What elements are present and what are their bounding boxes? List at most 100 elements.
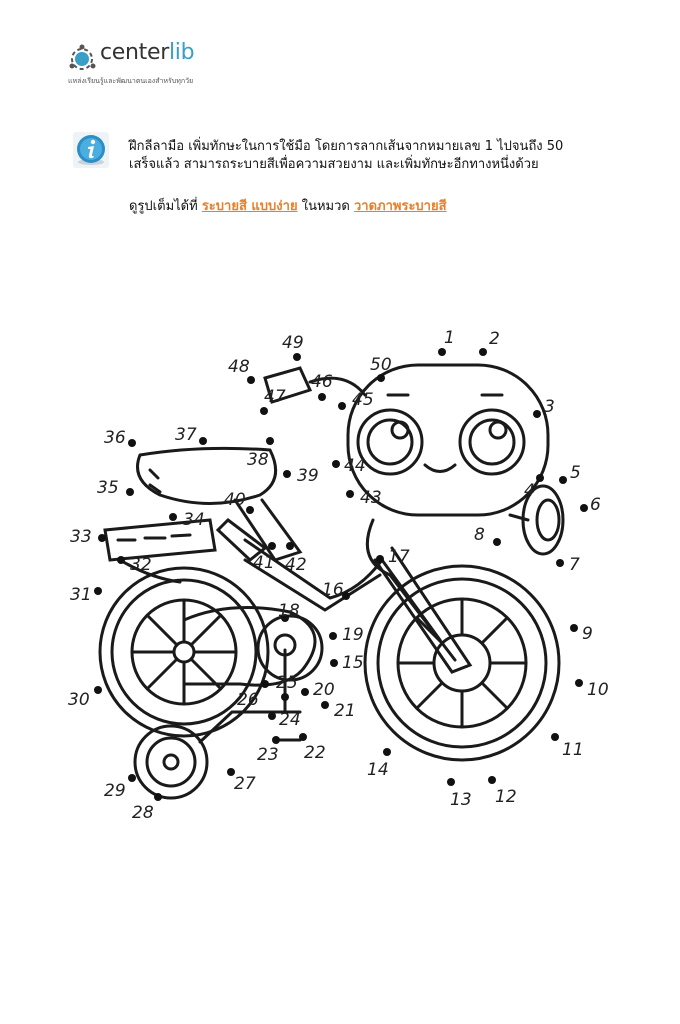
dot-label: 45 [352, 390, 374, 410]
dot-49: 49 [282, 333, 304, 361]
dot-29: 29 [104, 774, 136, 801]
dot-label: 43 [360, 488, 382, 508]
dot-37: 37 [175, 425, 207, 445]
instruction-line-1: ฝึกลีลามือ เพิ่มทักษะในการใช้มือ โดยการล… [129, 139, 564, 154]
dot-numbers: 1 2 3 4 5 6 7 8 9 10 11 12 13 14 15 16 1… [68, 328, 609, 823]
dot-14: 14 [367, 748, 391, 780]
dot-label: 8 [474, 525, 485, 545]
dot-24: 24 [268, 710, 301, 730]
dot-label: 4 [524, 481, 535, 501]
full-picture-links: ดูรูปเต็มได้ที่ ระบายสี แบบง่าย ในหมวด ว… [129, 195, 447, 216]
dot-label: 32 [130, 555, 152, 575]
dot-label: 36 [104, 428, 126, 448]
dot-44: 44 [332, 456, 366, 476]
dot-label: 44 [344, 456, 366, 476]
dot-5: 5 [559, 463, 581, 484]
dot-label: 26 [237, 690, 259, 710]
dot-label: 5 [570, 463, 581, 483]
dot-label: 38 [247, 450, 269, 470]
dot-label: 40 [224, 490, 246, 510]
dot-23: 23 [257, 736, 280, 765]
dot-35: 35 [97, 478, 134, 498]
dot-8: 8 [474, 525, 501, 546]
dot-label: 12 [495, 787, 517, 807]
dot-46: 46 [311, 372, 333, 401]
dot-label: 13 [450, 790, 472, 810]
dot-label: 19 [342, 625, 364, 645]
dot-30: 30 [68, 686, 102, 710]
dot-label: 39 [297, 466, 319, 486]
dot-label: 22 [304, 743, 326, 763]
dot-33: 33 [70, 527, 106, 547]
dot-label: 17 [388, 547, 410, 567]
coloring-pictures-link[interactable]: วาดภาพระบายสี [353, 199, 447, 214]
dot-25: 25 [276, 673, 298, 701]
dot-label: 41 [253, 553, 275, 573]
dot-label: 7 [569, 555, 580, 575]
dot-label: 21 [334, 701, 356, 721]
dot-19: 19 [329, 625, 364, 645]
dot-11: 11 [551, 733, 584, 760]
links-prefix: ดูรูปเต็มได้ที่ [129, 199, 198, 214]
dot-label: 47 [264, 387, 286, 407]
dot-label: 15 [342, 653, 364, 673]
dot-label: 48 [228, 357, 250, 377]
dot-28: 28 [132, 793, 162, 823]
dot-6: 6 [580, 495, 601, 515]
dot-label: 20 [313, 680, 335, 700]
dot-16: 16 [322, 580, 350, 600]
dot-label: 3 [544, 397, 555, 417]
dot-20: 20 [301, 680, 335, 700]
dot-label: 25 [276, 673, 298, 693]
logo-name-suffix: lib [168, 40, 195, 65]
dot-1: 1 [438, 328, 455, 356]
dot-label: 42 [285, 555, 307, 575]
centerlib-logo[interactable]: centerlib แหล่งเรียนรู้และพัฒนาตนเองสำหร… [68, 40, 218, 90]
dot-36: 36 [104, 428, 136, 448]
logo-name-prefix: center [100, 40, 169, 65]
dot-2: 2 [479, 329, 500, 356]
dot-label: 18 [278, 601, 300, 621]
instruction-line-2: เสร็จแล้ว สามารถระบายสีเพื่อความสวยงาม แ… [129, 157, 539, 172]
dot-label: 33 [70, 527, 92, 547]
dot-47: 47 [260, 387, 286, 415]
dot-22: 22 [299, 733, 326, 763]
easy-coloring-link[interactable]: ระบายสี แบบง่าย [201, 199, 298, 214]
dot-label: 11 [562, 740, 584, 760]
dot-label: 49 [282, 333, 304, 353]
dot-label: 29 [104, 781, 126, 801]
dot-9: 9 [570, 624, 593, 644]
dot-27: 27 [227, 768, 256, 794]
dot-32: 32 [117, 555, 152, 575]
dot-39: 39 [283, 466, 319, 486]
dot-12: 12 [488, 776, 517, 807]
dot-label: 10 [587, 680, 609, 700]
dot-7: 7 [556, 555, 580, 575]
bicycle-outline [98, 363, 565, 800]
dot-21: 21 [321, 701, 356, 721]
dot-label: 14 [367, 760, 389, 780]
dot-label: 35 [97, 478, 119, 498]
dot-10: 10 [575, 679, 609, 700]
dot-to-dot-bicycle-picture: 1 2 3 4 5 6 7 8 9 10 11 12 13 14 15 16 1… [68, 328, 609, 823]
dot-50: 50 [370, 355, 392, 382]
dot-label: 23 [257, 745, 279, 765]
dot-31: 31 [70, 585, 102, 605]
dot-34: 34 [169, 510, 205, 530]
logo-tagline: แหล่งเรียนรู้และพัฒนาตนเองสำหรับทุกวัย [68, 77, 194, 85]
dot-4: 4 [524, 474, 544, 501]
dot-label: 31 [70, 585, 92, 605]
dot-40: 40 [224, 490, 254, 514]
dot-label: 2 [489, 329, 500, 349]
dot-13: 13 [447, 778, 472, 810]
dot-43: 43 [346, 488, 382, 508]
dot-3: 3 [533, 397, 555, 418]
dot-label: 46 [311, 372, 333, 392]
dot-label: 34 [183, 510, 205, 530]
dot-26: 26 [237, 680, 269, 710]
dot-label: 37 [175, 425, 197, 445]
dot-45: 45 [338, 390, 374, 410]
links-middle: ในหมวด [301, 199, 350, 214]
dot-38: 38 [247, 437, 274, 470]
dot-label: 16 [322, 580, 344, 600]
